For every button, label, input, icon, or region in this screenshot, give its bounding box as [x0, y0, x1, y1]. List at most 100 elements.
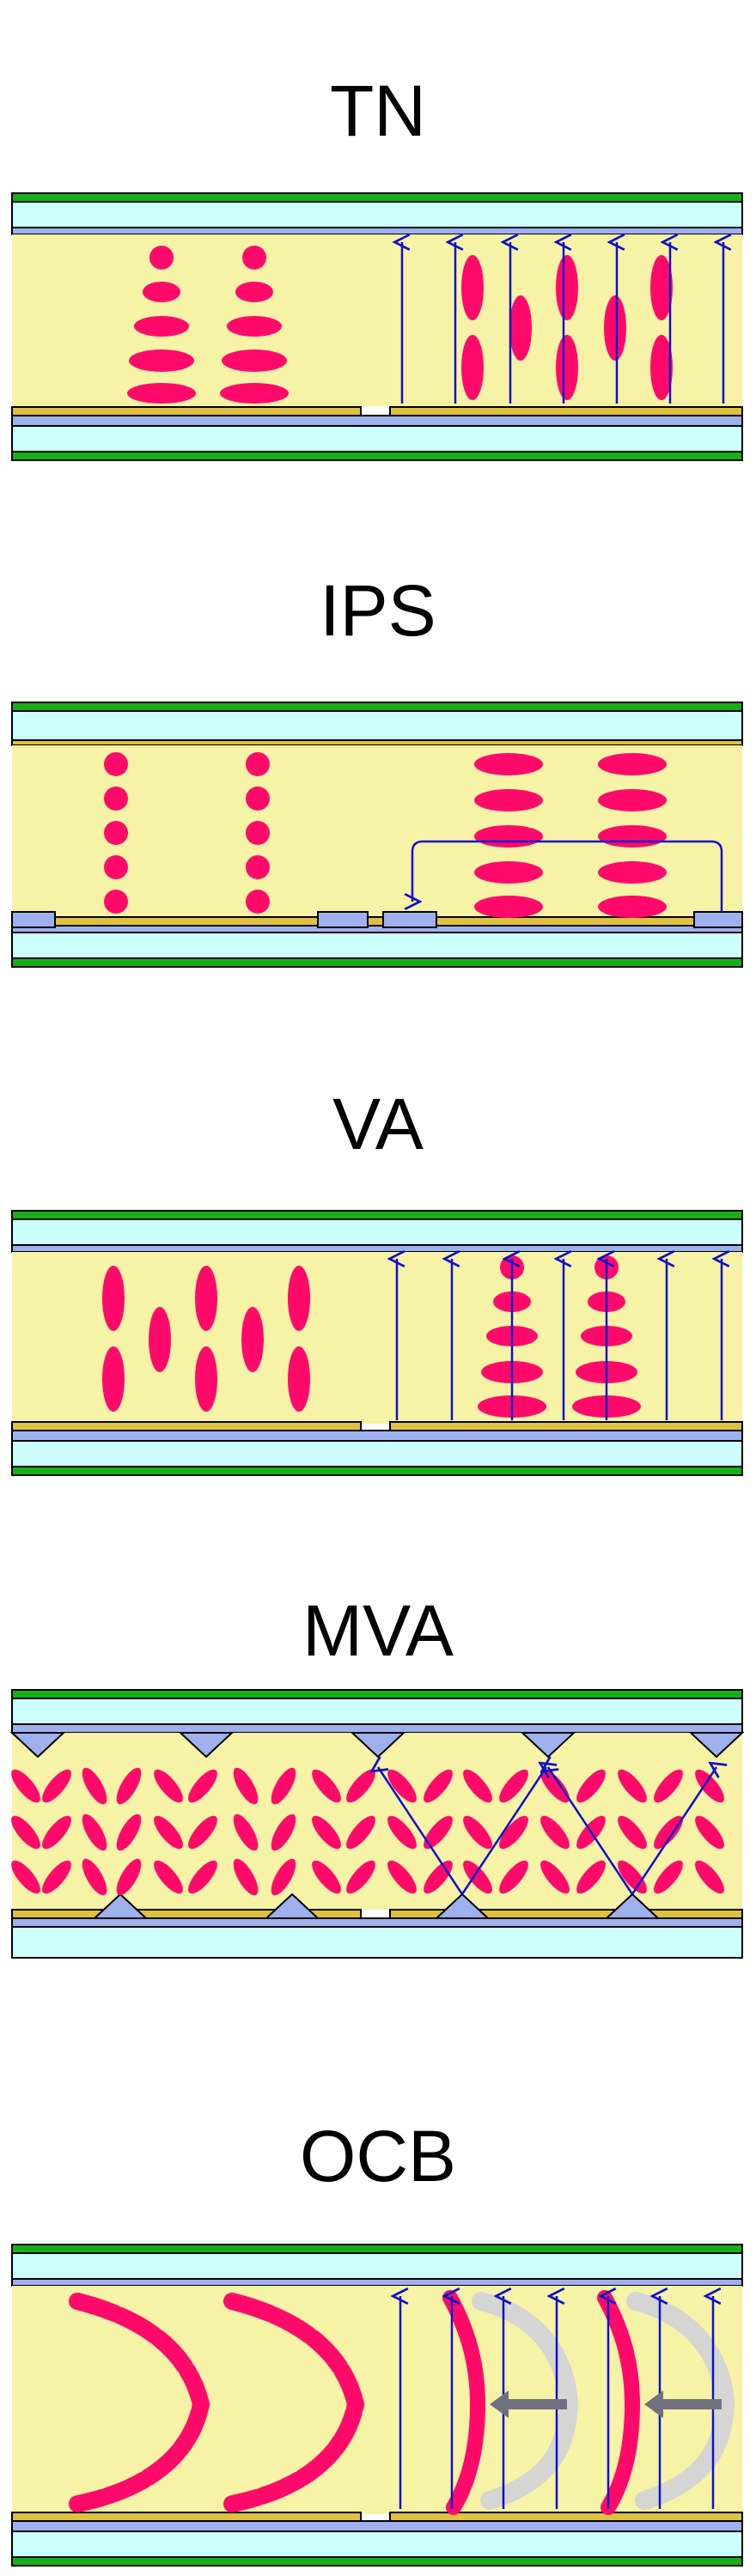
tn-field-lines: [402, 242, 723, 404]
molecule: [127, 383, 196, 404]
molecule: [235, 282, 273, 302]
molecule: [82, 1767, 107, 1805]
molecule: [82, 1814, 107, 1851]
molecule: [42, 1769, 71, 1803]
molecule: [509, 295, 532, 361]
molecule: [695, 1860, 724, 1894]
molecule: [116, 1767, 142, 1805]
mva-top-substrate: [11, 1689, 743, 1734]
molecule: [387, 1860, 417, 1894]
tn-molecules-off: [127, 246, 289, 404]
electrode-strip: [317, 911, 369, 928]
molecule: [499, 1769, 528, 1803]
molecule: [576, 1860, 606, 1894]
ocb-molecules: [69, 2290, 641, 2515]
molecule: [271, 1858, 296, 1896]
molecule-chain: [442, 2290, 486, 2515]
molecule: [312, 1860, 341, 1894]
ips-bottom-substrate: [11, 911, 743, 968]
triangle-icon: [688, 1732, 745, 1759]
ocb-top-substrate: [11, 2244, 743, 2287]
molecule: [474, 825, 543, 848]
molecule: [650, 255, 673, 320]
molecule: [104, 855, 128, 879]
molecule: [556, 335, 578, 400]
molecule: [242, 246, 266, 270]
molecule: [618, 1769, 647, 1803]
molecule: [598, 753, 667, 775]
molecule: [227, 316, 282, 337]
up-arrow-icon: [460, 1767, 546, 1895]
alignment-layer-top: [11, 2278, 743, 2287]
molecule: [618, 1815, 647, 1850]
left-arrow-icon: [490, 2391, 567, 2418]
molecule: [104, 787, 128, 811]
polarizer-bottom: [11, 2556, 743, 2567]
panel-title-ips: IPS: [320, 570, 436, 651]
electrode-strip: [382, 911, 437, 928]
alignment-layer-top: [11, 227, 743, 235]
panel-title-mva: MVA: [302, 1590, 454, 1671]
molecule: [188, 1815, 217, 1850]
molecule: [474, 789, 543, 811]
molecule: [143, 282, 180, 302]
panel-ocb: OCB: [11, 2116, 743, 2567]
molecule: [288, 1346, 310, 1412]
polarizer-bottom: [11, 1466, 743, 1476]
molecule: [104, 752, 128, 776]
molecule: [104, 821, 128, 845]
molecule: [271, 1814, 296, 1851]
molecule: [188, 1769, 217, 1803]
molecule: [463, 1769, 492, 1803]
molecule: [650, 335, 673, 400]
molecule-chain: [597, 2290, 641, 2515]
ocb-bottom-substrate: [11, 2512, 743, 2567]
va-molecules-off: [102, 1266, 310, 1412]
polarizer-bottom: [11, 451, 743, 461]
molecule: [116, 1858, 142, 1896]
alignment-layer-bottom: [11, 2520, 743, 2532]
polarizer-top: [11, 1210, 743, 1220]
mva-field-lines: [378, 1767, 716, 1895]
tn-top-substrate: [11, 192, 743, 235]
molecule: [695, 1815, 724, 1850]
molecule: [424, 1815, 453, 1850]
molecule: [102, 1266, 125, 1331]
molecule: [82, 1858, 107, 1896]
molecule: [233, 1767, 259, 1805]
electrode-strip: [11, 911, 56, 928]
glass-bottom: [11, 1440, 743, 1467]
molecule: [556, 255, 578, 320]
glass-bottom: [11, 425, 743, 453]
molecule-chain: [69, 2293, 210, 2512]
molecule: [604, 295, 626, 361]
ocb-shift-arrows: [490, 2391, 722, 2418]
triangle-icon: [92, 1893, 149, 1919]
ips-top-substrate: [11, 702, 743, 746]
molecule-chain: [223, 2293, 365, 2512]
molecule: [11, 1815, 40, 1850]
glass-bottom: [11, 2530, 743, 2558]
tn-bottom-substrate: [11, 406, 743, 461]
molecule: [42, 1860, 71, 1894]
molecule: [149, 1307, 171, 1372]
molecule: [654, 1815, 683, 1850]
molecule: [241, 1307, 264, 1372]
panel-title-tn: TN: [330, 70, 426, 151]
field-arc-arrow-icon: [412, 840, 723, 912]
glass-top: [11, 710, 743, 741]
triangle-icon: [9, 1732, 66, 1759]
polarizer-top: [11, 192, 743, 203]
va-bottom-substrate: [11, 1421, 743, 1476]
molecule: [387, 1815, 417, 1850]
molecule: [129, 349, 194, 372]
molecule: [134, 316, 189, 337]
molecule: [11, 1860, 40, 1894]
molecule: [576, 1769, 606, 1803]
molecule: [474, 861, 543, 884]
panel-mva: MVA: [9, 1590, 745, 1959]
alignment-layer-bottom: [11, 415, 743, 427]
molecule: [154, 1769, 183, 1803]
mva-bottom-substrate: [11, 1909, 743, 1959]
polarizer-top: [11, 1689, 743, 1699]
